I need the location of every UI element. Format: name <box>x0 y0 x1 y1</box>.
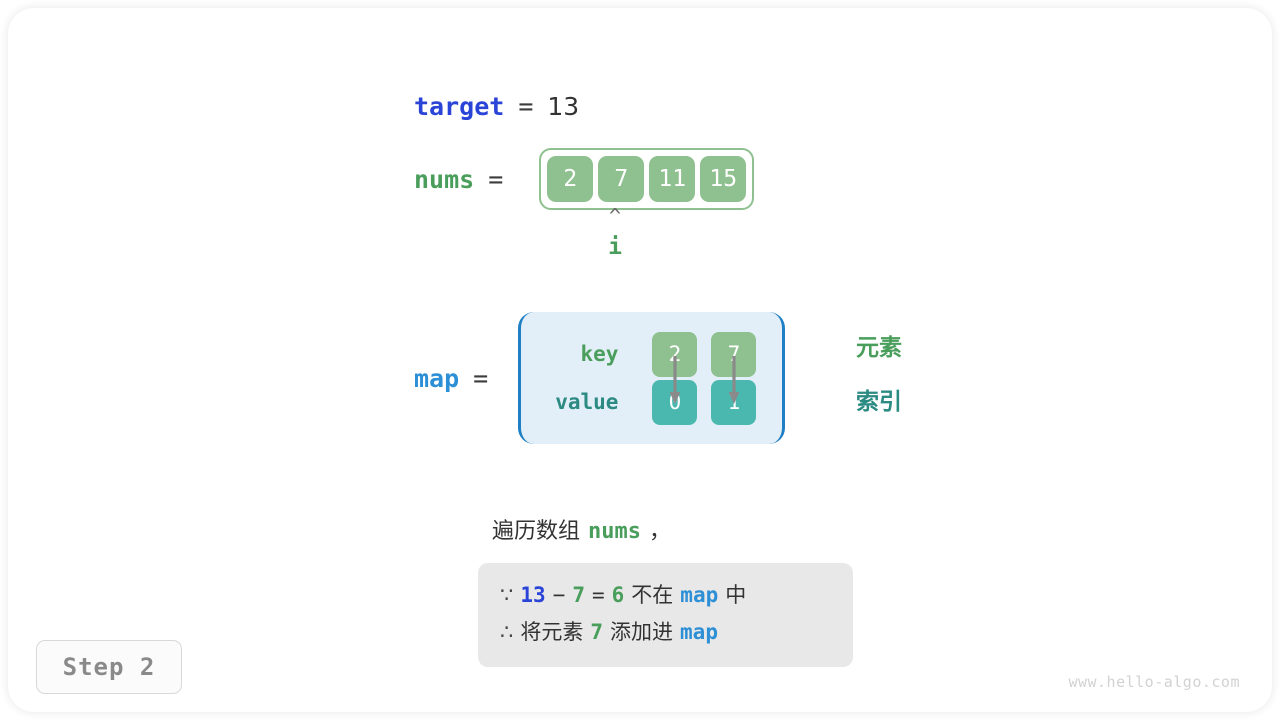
because-symbol: ∵ <box>500 583 514 607</box>
nums-declaration: nums = 2 7 11 15 <box>414 148 755 210</box>
map-value-box: 0 <box>652 379 698 425</box>
caption-suffix: ， <box>649 519 672 544</box>
note-operator-equals: = <box>591 583 605 607</box>
map-value-label: value <box>555 390 619 414</box>
map-value-box: 1 <box>711 379 757 425</box>
map-key-box: 7 <box>711 331 757 377</box>
therefore-symbol: ∴ <box>500 620 514 644</box>
nums-array: 2 7 11 15 <box>539 148 755 210</box>
caption-code: nums <box>588 519 641 544</box>
map-row-labels: key value <box>555 332 622 424</box>
target-declaration: target = 13 <box>414 92 579 121</box>
map-variable-name: map <box>414 363 460 393</box>
array-cell: 7 <box>598 156 645 202</box>
map-entries: 2 0 7 1 <box>652 331 757 425</box>
note-text-add-into: 添加进 <box>610 620 674 644</box>
note-operator-minus: − <box>552 583 566 607</box>
note-text-add-element: 将元素 <box>520 620 584 644</box>
target-variable-name: target <box>414 92 505 121</box>
note-text-not-in: 不在 <box>631 583 674 607</box>
caption-prefix: 遍历数组 <box>492 519 581 544</box>
map-entry: 7 1 <box>711 331 757 425</box>
step-badge-label: Step 2 <box>62 653 156 681</box>
note-added-value: 7 <box>590 620 604 644</box>
watermark: www.hello-algo.com <box>1068 673 1240 691</box>
index-pointer: ^ i <box>592 206 638 262</box>
nums-variable-name: nums <box>414 164 475 194</box>
map-key-label: key <box>580 342 619 366</box>
map-container: key value 2 0 7 1 <box>518 312 786 444</box>
index-pointer-label: i <box>608 234 622 260</box>
map-entry: 2 0 <box>652 331 698 425</box>
legend-index-label: 索引 <box>856 389 902 415</box>
array-cell: 2 <box>547 156 594 202</box>
note-operand-b: 7 <box>572 583 585 607</box>
step-badge: Step 2 <box>36 640 182 694</box>
note-map-ref: map <box>680 620 718 644</box>
map-key-box: 2 <box>652 331 698 377</box>
target-value: 13 <box>547 92 580 121</box>
note-map-ref: map <box>680 583 719 607</box>
map-declaration: map = key value 2 0 7 1 <box>414 312 786 444</box>
array-cell: 15 <box>700 156 747 202</box>
legend-element-label: 元素 <box>856 335 902 361</box>
array-cell: 11 <box>649 156 696 202</box>
target-equals-sign: = <box>518 92 534 121</box>
note-text-in: 中 <box>725 583 747 607</box>
nums-equals-sign: = <box>488 164 504 194</box>
note-operand-a: 13 <box>520 583 546 607</box>
caption-text: 遍历数组 nums ， <box>492 513 671 545</box>
map-side-legend: 元素 索引 <box>856 334 902 416</box>
caret-icon: ^ <box>608 204 622 228</box>
map-equals-sign: = <box>473 363 489 393</box>
note-result: 6 <box>611 583 625 607</box>
